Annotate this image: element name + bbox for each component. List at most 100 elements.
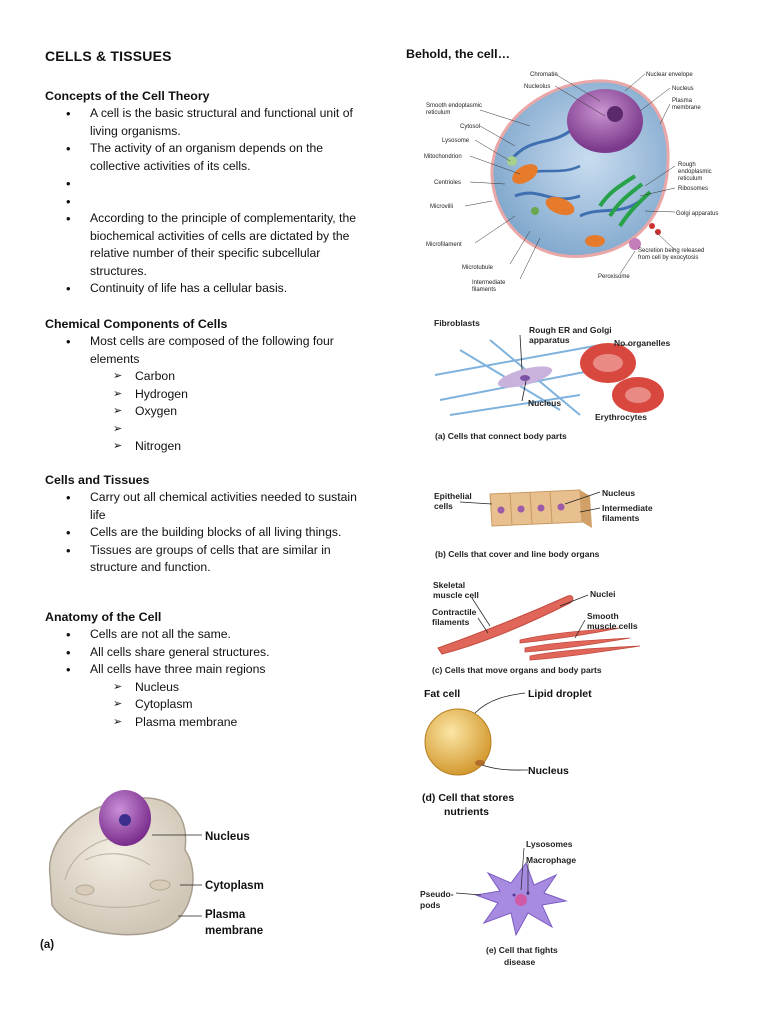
label-chromatin: Chromatin [530, 72, 558, 78]
label-centrioles: Centrioles [434, 180, 461, 186]
section-heading-chemical: Chemical Components of Cells [45, 316, 228, 331]
cell-organelle-diagram: Chromatin Nucleolus Nuclear envelope Nuc… [424, 72, 718, 293]
list-item: According to the principle of complement… [66, 210, 375, 280]
caption-c: (c) Cells that move organs and body part… [432, 665, 602, 675]
label-rough: Rough [678, 162, 696, 168]
anatomy-label-nucleus: Nucleus [205, 831, 250, 843]
label-cells: cells [434, 501, 453, 511]
label-nucleus: Nucleus [602, 488, 635, 498]
list-item: Carry out all chemical activities needed… [66, 489, 375, 524]
sub-item: Nitrogen [113, 438, 375, 456]
label-mitochondrion: Mitochondrion [424, 154, 462, 160]
caption-e-1: (e) Cell that fights [486, 945, 558, 955]
list-item: Most cells are composed of the following… [66, 333, 375, 368]
label-contractile: Contractile [432, 607, 477, 617]
list-item: Tissues are groups of cells that are sim… [66, 542, 375, 577]
anatomy-cell-figure: Nucleus Cytoplasm Plasma membrane (a) [40, 790, 264, 951]
list-item: Cells are the building blocks of all liv… [66, 524, 375, 542]
sub-item: Hydrogen [113, 386, 375, 404]
cell-theory-list: A cell is the basic structural and funct… [45, 105, 375, 298]
list-item [66, 193, 375, 211]
label-filaments: filaments [472, 287, 496, 293]
label-lipid-droplet: Lipid droplet [528, 688, 592, 700]
list-item [66, 175, 375, 193]
label-intermediate: Intermediate [472, 280, 506, 286]
label-lysosome: Lysosome [442, 138, 470, 144]
cells-tissues-list: Carry out all chemical activities needed… [45, 489, 375, 577]
label-apparatus: apparatus [529, 335, 570, 345]
document-title: CELLS & TISSUES [45, 48, 172, 64]
regions-sublist: Nucleus Cytoplasm Plasma membrane [45, 679, 375, 732]
anatomy-tag: (a) [40, 939, 54, 951]
label-nucleus: Nucleus [672, 86, 694, 92]
label-macrophage: Macrophage [526, 855, 576, 865]
panel-b-cover: Epithelial cells Nucleus Intermediate fi… [434, 488, 653, 559]
label-nuclei: Nuclei [590, 589, 616, 599]
anatomy-label-membrane: membrane [205, 925, 263, 937]
label-exocytosis: from cell by exocytosis [638, 255, 698, 261]
label-nucleolus: Nucleolus [524, 84, 550, 90]
label-microtubule: Microtubule [462, 265, 494, 271]
epithelial-cells-shape [489, 489, 592, 528]
list-item: A cell is the basic structural and funct… [66, 105, 375, 140]
label-plasma: Plasma [672, 98, 693, 104]
panel-d-fat: Fat cell Lipid droplet Nucleus (d) Cell … [422, 688, 592, 818]
label-smooth-er: Smooth endoplasmic [426, 103, 482, 109]
label-rough-er-golgi: Rough ER and Golgi [529, 325, 612, 335]
section-heading-anatomy: Anatomy of the Cell [45, 609, 162, 624]
label-fibroblasts: Fibroblasts [434, 318, 480, 328]
label-nuclear-envelope: Nuclear envelope [646, 72, 693, 78]
sub-item: Plasma membrane [113, 714, 375, 732]
list-item: Continuity of life has a cellular basis. [66, 280, 375, 298]
label-peroxisome: Peroxisome [598, 274, 630, 280]
caption-d-1: (d) Cell that stores [422, 792, 514, 804]
label-reticulum: reticulum [678, 176, 702, 182]
nucleus-shape [567, 89, 643, 153]
text-column: CELLS & TISSUES Concepts of the Cell The… [45, 48, 375, 731]
caption-d-2: nutrients [444, 806, 489, 818]
sub-item: Nucleus [113, 679, 375, 697]
label-nucleus: Nucleus [528, 765, 569, 777]
caption-e-2: disease [504, 957, 535, 967]
panel-a-connect: Fibroblasts Rough ER and Golgi apparatus… [434, 318, 670, 441]
label-pseudo: Pseudo- [420, 889, 454, 899]
section-heading-cells-tissues: Cells and Tissues [45, 472, 150, 487]
label-filaments: filaments [602, 513, 640, 523]
label-smooth-muscle-cells: muscle cells [587, 621, 638, 631]
label-smooth-er-2: reticulum [426, 110, 450, 116]
label-membrane: membrane [672, 105, 701, 111]
sub-item: Carbon [113, 368, 375, 386]
label-epithelial: Epithelial [434, 491, 472, 501]
caption-b: (b) Cells that cover and line body organ… [435, 549, 600, 559]
label-cytosol: Cytosol [460, 124, 480, 130]
caption-a: (a) Cells that connect body parts [435, 431, 567, 441]
label-golgi: Golgi apparatus [676, 211, 718, 217]
label-microfilament: Microfilament [426, 242, 462, 248]
panel-e-macrophage: Lysosomes Macrophage Pseudo- pods (e) Ce… [420, 839, 576, 967]
panel-c-muscle: Skeletal muscle cell Nuclei Contractile … [432, 580, 641, 675]
label-skeletal: Skeletal [433, 580, 465, 590]
label-intermediate: Intermediate [602, 503, 653, 513]
list-item: The activity of an organism depends on t… [66, 140, 375, 175]
anatomy-label-plasma: Plasma [205, 909, 246, 921]
chemical-list: Most cells are composed of the following… [45, 333, 375, 368]
label-ribosomes: Ribosomes [678, 186, 708, 192]
label-nucleus: Nucleus [528, 398, 561, 408]
list-item: All cells share general structures. [66, 644, 375, 662]
section-heading-cell-theory: Concepts of the Cell Theory [45, 88, 210, 103]
label-erythrocytes: Erythrocytes [595, 412, 647, 422]
label-smooth: Smooth [587, 611, 619, 621]
behold-title: Behold, the cell… [406, 47, 510, 61]
sub-item [113, 421, 375, 439]
label-no-organelles: No organelles [614, 338, 670, 348]
label-secretion: Secretion being released [638, 248, 704, 254]
label-fat-cell: Fat cell [424, 688, 460, 700]
list-item: All cells have three main regions [66, 661, 375, 679]
label-filaments: filaments [432, 617, 470, 627]
sub-item: Oxygen [113, 403, 375, 421]
sub-item: Cytoplasm [113, 696, 375, 714]
label-lysosomes: Lysosomes [526, 839, 573, 849]
label-microvilli: Microvilli [430, 204, 453, 210]
anatomy-list: Cells are not all the same. All cells sh… [45, 626, 375, 679]
label-pods: pods [420, 900, 441, 910]
